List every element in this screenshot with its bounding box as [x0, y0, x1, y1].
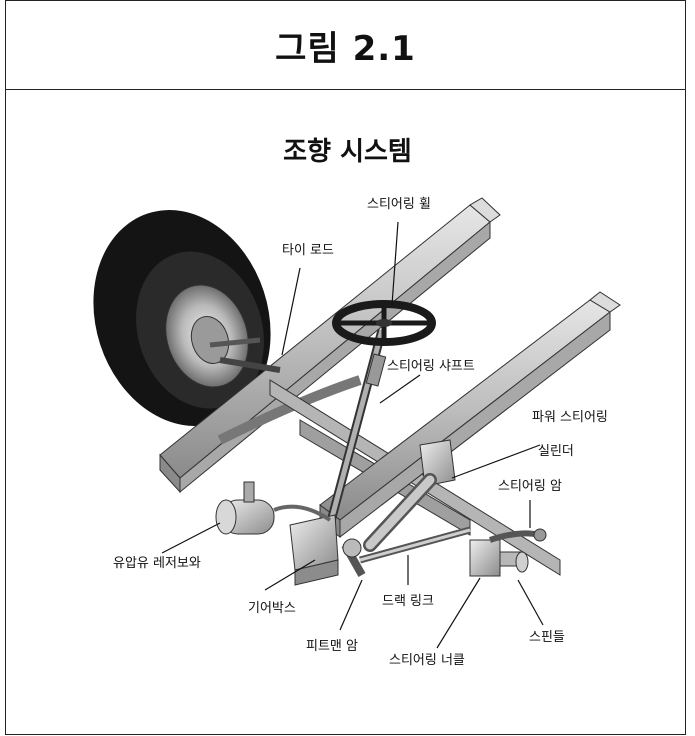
label-steering-arm: 스티어링 암 — [498, 479, 562, 494]
pitman-arm — [341, 538, 366, 577]
leader-lines — [161, 221, 544, 649]
label-spindle: 스핀들 — [529, 630, 565, 645]
drag-link — [359, 526, 471, 564]
label-steering-shaft: 스티어링 샤프트 — [387, 359, 475, 374]
label-reservoir: 유압유 레저보와 — [113, 556, 201, 571]
tie-rod — [209, 337, 281, 373]
figure-header: 그림 2.1 — [6, 1, 685, 90]
label-cylinder: 실린더 — [538, 444, 574, 459]
tire — [93, 210, 271, 426]
label-tie-rod: 타이 로드 — [282, 243, 334, 258]
steering-wheel — [332, 300, 436, 346]
steering-column — [321, 328, 387, 542]
gearbox — [289, 514, 339, 586]
figure-title: 그림 2.1 — [275, 28, 416, 69]
label-power-steering: 파워 스티어링 — [532, 410, 608, 425]
spindle — [515, 551, 529, 573]
label-pitman-arm: 피트맨 암 — [306, 639, 358, 654]
label-gearbox: 기어박스 — [248, 601, 296, 616]
label-steering-knuckle: 스티어링 너클 — [389, 653, 465, 668]
diagram-title: 조향 시스템 — [283, 137, 412, 167]
label-drag-link: 드랙 링크 — [382, 594, 434, 609]
reservoir — [215, 481, 332, 535]
power-steering-cylinder — [363, 473, 437, 552]
label-steering-wheel: 스티어링 휠 — [367, 197, 431, 212]
steering-knuckle — [469, 539, 523, 577]
